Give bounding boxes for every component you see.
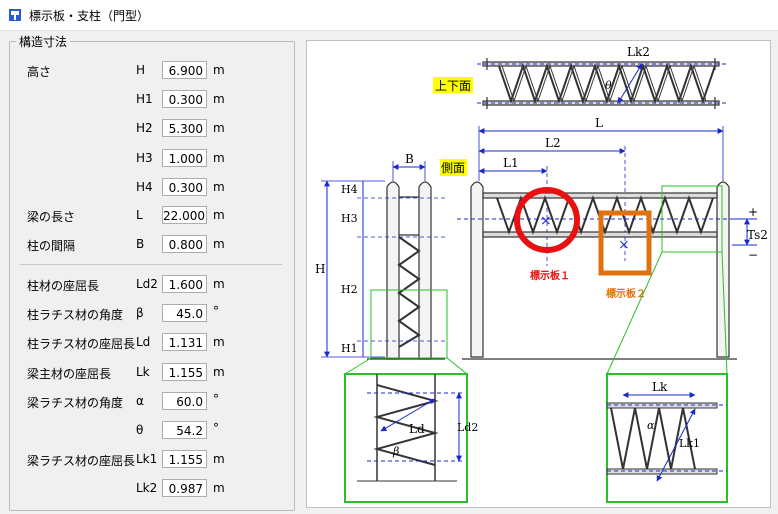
- value-field-Lk[interactable]: 1.155: [162, 363, 207, 381]
- row-unit: m: [213, 208, 225, 222]
- value-field-alpha[interactable]: 60.0: [162, 392, 207, 410]
- row-label: 柱の間隔: [27, 239, 76, 253]
- app-icon: [9, 9, 21, 21]
- label-lk: Lk: [652, 380, 668, 394]
- separator: [20, 264, 282, 265]
- row-symbol: L: [136, 208, 143, 222]
- value-field-H[interactable]: 6.900: [162, 61, 207, 79]
- row-symbol: H3: [136, 151, 153, 165]
- label-l: L: [595, 116, 603, 130]
- row-unit: m: [213, 63, 225, 77]
- row-unit: m: [213, 151, 225, 165]
- row-label: 柱材の座屈長: [27, 279, 100, 293]
- row-label: 梁ラチス材の角度: [27, 396, 124, 410]
- top-view-label: 上下面: [435, 79, 471, 93]
- svg-text:×: ×: [540, 213, 552, 229]
- side-view-highlight: [440, 159, 467, 176]
- label-lk2: Lk2: [627, 45, 650, 59]
- row-symbol: Lk2: [136, 481, 158, 495]
- row-symbol: Ld: [136, 335, 151, 349]
- value-field-Ld[interactable]: 1.131: [162, 333, 207, 351]
- structure-diagram: Lk2 θ 上下面 側面 L L2 L1 + Ts2 − × 標示板１ × 標示…: [306, 40, 771, 508]
- row-symbol: Ld2: [136, 277, 158, 291]
- value-field-Lk2[interactable]: 0.987: [162, 479, 207, 497]
- value-field-B[interactable]: 0.800: [162, 235, 207, 253]
- label-ld2: Ld2: [457, 421, 478, 434]
- label-l2: L2: [545, 136, 561, 150]
- row-label: 柱ラチス材の角度: [27, 308, 124, 322]
- row-symbol: Lk: [136, 365, 150, 379]
- value-field-H1[interactable]: 0.300: [162, 90, 207, 108]
- row-unit: m: [213, 335, 225, 349]
- row-symbol: B: [136, 237, 145, 251]
- row-symbol: α: [136, 394, 144, 408]
- label-minus: −: [748, 248, 758, 262]
- value-field-theta[interactable]: 54.2: [162, 421, 207, 439]
- row-unit: m: [213, 277, 225, 291]
- label-h3: H3: [341, 212, 358, 225]
- label-h2: H2: [341, 283, 358, 296]
- row-unit: m: [213, 92, 225, 106]
- value-field-Ld2[interactable]: 1.600: [162, 275, 207, 293]
- row-symbol: H: [136, 63, 146, 77]
- label-ld: Ld: [409, 422, 425, 436]
- svg-text:×: ×: [618, 237, 630, 253]
- label-h1: H1: [341, 342, 358, 355]
- row-symbol: H4: [136, 180, 153, 194]
- label-alpha: α: [647, 419, 655, 432]
- row-label: 柱ラチス材の座屈長: [27, 337, 136, 351]
- row-unit: m: [213, 452, 225, 466]
- column-detail: Ld Ld2 β: [344, 373, 478, 503]
- row-unit: m: [213, 121, 225, 135]
- row-label: 梁ラチス材の座屈長: [27, 454, 136, 468]
- label-beta: β: [392, 445, 399, 458]
- sign-1-label: 標示板１: [530, 269, 570, 282]
- label-l1: L1: [503, 156, 519, 170]
- row-symbol: β: [136, 306, 144, 320]
- row-symbol: Lk1: [136, 452, 158, 466]
- label-plus: +: [748, 205, 758, 219]
- row-unit: °: [213, 304, 219, 318]
- sign-2-marker: [598, 210, 652, 276]
- window-title: 標示板・支柱（門型）: [29, 9, 150, 23]
- label-ts2: Ts2: [747, 228, 768, 242]
- value-field-Lk1[interactable]: 1.155: [162, 450, 207, 468]
- label-theta-top: θ: [605, 79, 612, 92]
- value-field-L[interactable]: 22.000: [162, 206, 207, 224]
- value-field-H3[interactable]: 1.000: [162, 149, 207, 167]
- value-field-H2[interactable]: 5.300: [162, 119, 207, 137]
- sign-2-label: 標示板２: [606, 287, 646, 300]
- dimensions-group: [9, 41, 295, 511]
- row-unit: °: [213, 421, 219, 435]
- row-label: 梁の長さ: [27, 210, 76, 224]
- column-view: [367, 181, 445, 360]
- row-label: 高さ: [27, 65, 52, 79]
- value-field-H4[interactable]: 0.300: [162, 178, 207, 196]
- label-b: B: [405, 152, 414, 166]
- row-symbol: H2: [136, 121, 153, 135]
- sign-1-marker: [514, 187, 580, 253]
- top-view-highlight: [433, 77, 473, 93]
- side-view-label: 側面: [441, 161, 465, 175]
- group-title: 構造寸法: [16, 33, 71, 50]
- top-view-truss: [482, 58, 720, 109]
- row-label: 梁主材の座屈長: [27, 367, 112, 381]
- label-h: H: [315, 262, 325, 276]
- label-lk1: Lk1: [679, 437, 700, 450]
- value-field-beta[interactable]: 45.0: [162, 304, 207, 322]
- title-bar: 標示板・支柱（門型）: [0, 0, 778, 31]
- label-h4: H4: [341, 183, 358, 196]
- row-unit: m: [213, 180, 225, 194]
- row-symbol: H1: [136, 92, 153, 106]
- beam-detail: Lk Lk1 α: [606, 373, 728, 503]
- row-unit: °: [213, 392, 219, 406]
- row-unit: m: [213, 365, 225, 379]
- row-symbol: θ: [136, 423, 144, 437]
- row-unit: m: [213, 481, 225, 495]
- row-unit: m: [213, 237, 225, 251]
